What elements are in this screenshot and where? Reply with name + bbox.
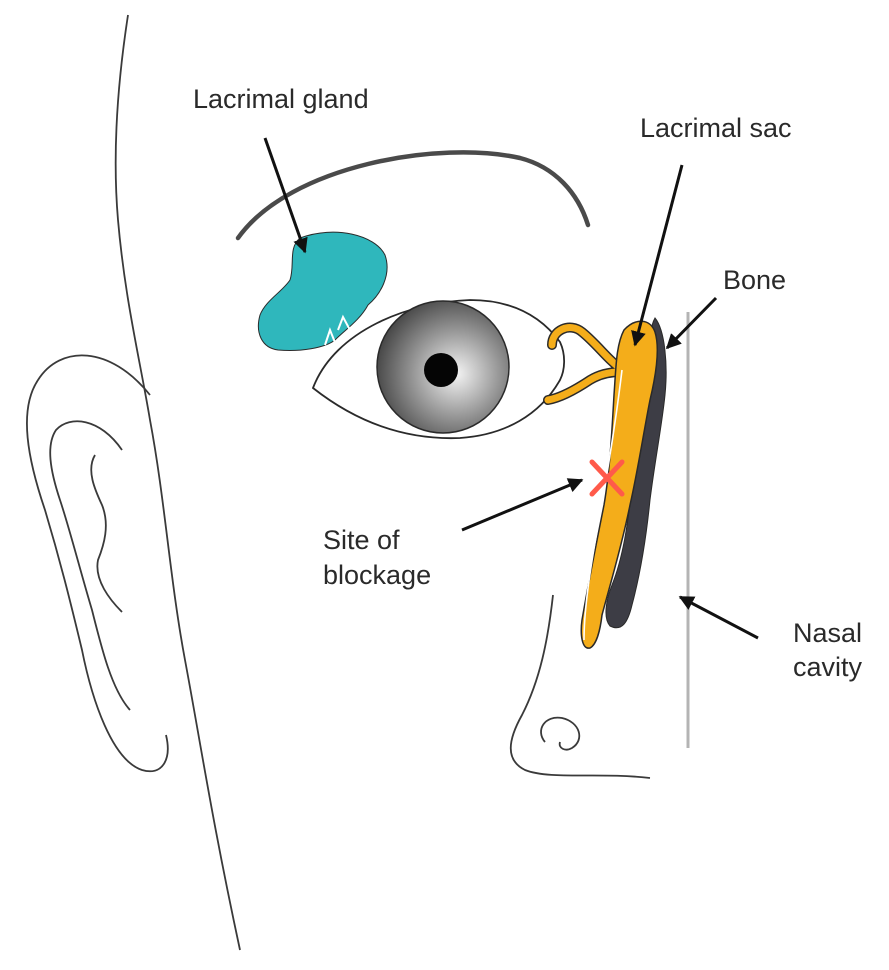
label-lacrimal-gland: Lacrimal gland xyxy=(193,84,369,114)
label-bone: Bone xyxy=(723,265,786,295)
label-site-of-blockage-line1: Site of xyxy=(323,525,400,555)
label-nasal-cavity-line1: Nasal xyxy=(793,618,862,648)
label-site-of-blockage-line2: blockage xyxy=(323,560,431,590)
label-lacrimal-sac: Lacrimal sac xyxy=(640,113,792,143)
label-nasal-cavity-line2: cavity xyxy=(793,652,863,682)
pupil xyxy=(424,353,458,387)
